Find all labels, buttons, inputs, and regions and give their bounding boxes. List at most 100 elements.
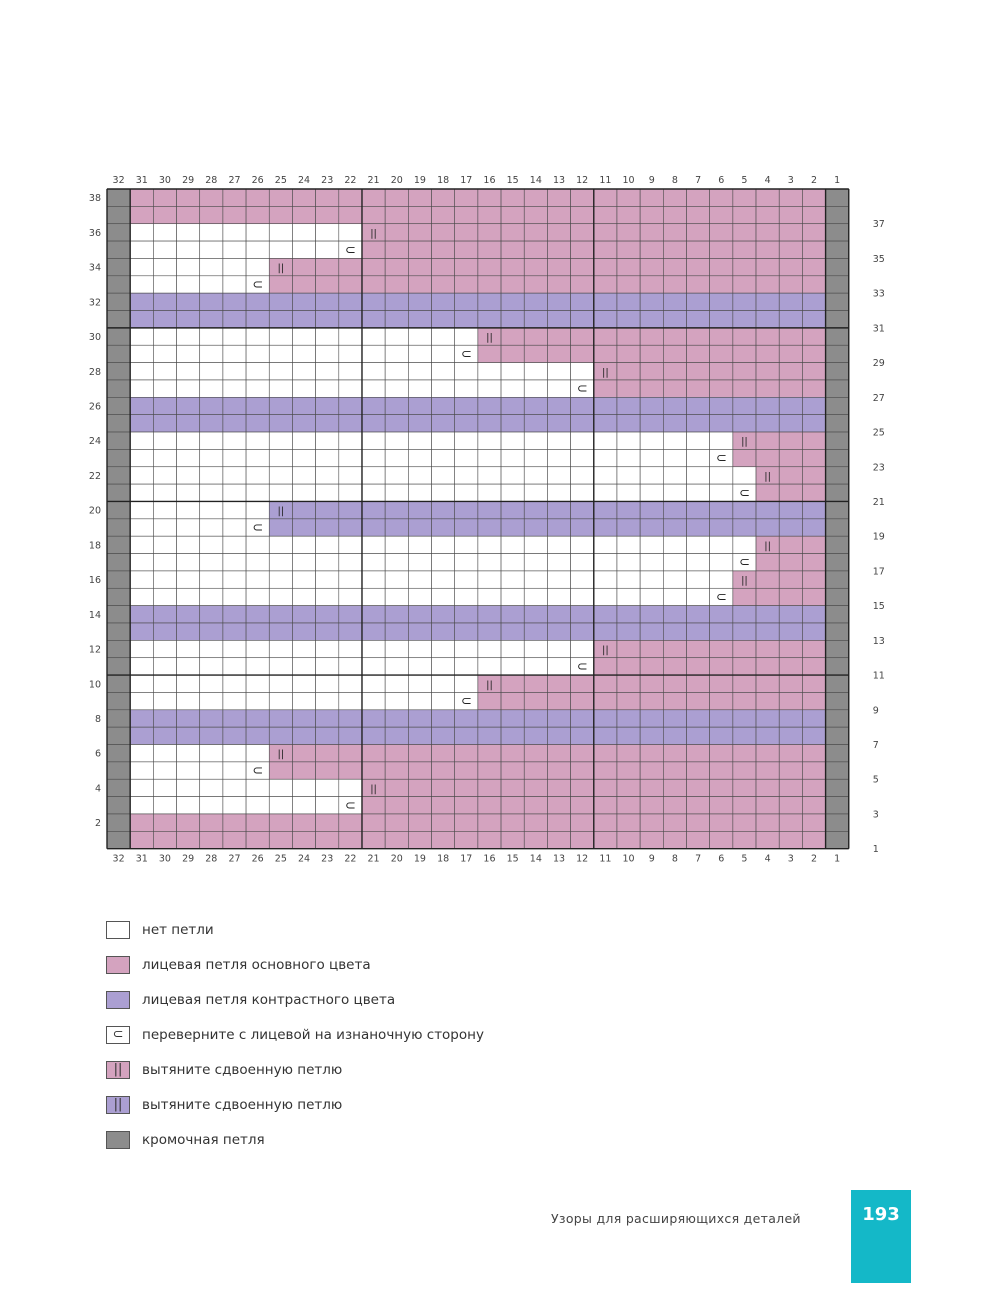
chart-cell [408,813,432,832]
chart-cell [384,275,409,294]
pull-double-symbol: || [370,784,377,795]
chart-cell [547,570,571,589]
chart-cell [523,362,548,381]
chart-cell [593,796,618,815]
row-number: 5 [873,775,879,786]
chart-cell [129,449,154,468]
chart-cell [245,570,270,589]
chart-cell [547,744,571,763]
chart-cell [523,397,548,415]
chart-cell [709,657,734,676]
chart-cell [268,310,293,329]
chart-cell [523,466,548,485]
legend-swatch [106,1130,130,1149]
chart-cell [663,640,687,659]
chart-cell [778,709,803,728]
chart-cell [292,292,316,311]
chart-cell [176,813,201,832]
chart-cell [431,605,455,624]
chart-cell [292,796,316,815]
chart-cell [222,344,247,363]
chart-cell [454,310,479,329]
column-number: 28 [205,175,217,186]
chart-cell [199,796,224,815]
chart-cell [106,501,131,520]
chart-cell [361,744,386,763]
chart-cell [129,258,154,277]
chart-cell [199,379,224,398]
chart-cell [106,726,131,745]
chart-cell [384,553,409,572]
chart-cell [570,640,595,659]
chart-cell [709,466,734,485]
chart-cell [663,813,687,832]
chart-cell [129,587,154,606]
pull-double-symbol: || [741,576,748,587]
chart-cell [686,726,710,745]
row-number: 13 [873,636,885,647]
chart-cell [500,310,525,329]
chart-cell [663,535,687,554]
chart-cell [153,813,177,832]
chart-cell [616,587,641,606]
chart-cell [268,275,293,294]
column-number: 27 [228,175,240,186]
chart-cell [408,275,432,294]
chart-cell [454,223,479,242]
chart-cell [825,587,850,606]
chart-cell [199,275,224,294]
chart-cell [686,622,710,641]
chart-cell [500,466,525,485]
chart-cell [222,223,247,242]
chart-cell [384,240,409,259]
chart-cell [222,518,247,537]
chart-cell [361,640,386,659]
chart-cell [593,414,618,433]
chart-cell [778,501,803,520]
chart-cell [755,622,780,641]
chart-cell [639,692,664,711]
chart-cell [431,223,455,242]
chart-cell [153,657,177,676]
column-number: 12 [576,854,588,865]
chart-cell [523,483,548,502]
chart-cell [825,466,850,485]
chart-cell [639,379,664,398]
chart-cell [268,292,293,311]
chart-cell [245,501,270,520]
chart-cell [547,449,571,468]
pull-double-symbol: || [602,645,609,656]
row-number: 37 [873,219,885,230]
chart-cell [222,709,247,728]
chart-cell [755,778,780,797]
chart-cell [825,709,850,728]
chart-cell [384,414,409,433]
chart-cell [663,466,687,485]
chart-cell [431,692,455,711]
chart-cell [616,344,641,363]
chart-cell [500,605,525,624]
chart-cell [106,796,131,815]
chart-cell [570,709,595,728]
chart-cell [199,692,224,711]
chart-cell [732,640,757,659]
chart-cell [732,397,757,415]
chart-cell [523,344,548,363]
chart-cell [500,483,525,502]
chart-cell [315,831,340,849]
chart-cell [129,692,154,711]
chart-cell [222,640,247,659]
chart-cell [732,709,757,728]
chart-cell [176,831,201,849]
chart-cell [431,553,455,572]
chart-cell [153,206,177,225]
chart-cell [709,796,734,815]
chart-cell [639,206,664,225]
chart-cell [292,778,316,797]
chart-cell [268,240,293,259]
chart-cell [593,397,618,415]
chart-cell [778,379,803,398]
chart-cell [222,397,247,415]
chart-cell [709,674,734,693]
row-number: 4 [95,783,101,794]
